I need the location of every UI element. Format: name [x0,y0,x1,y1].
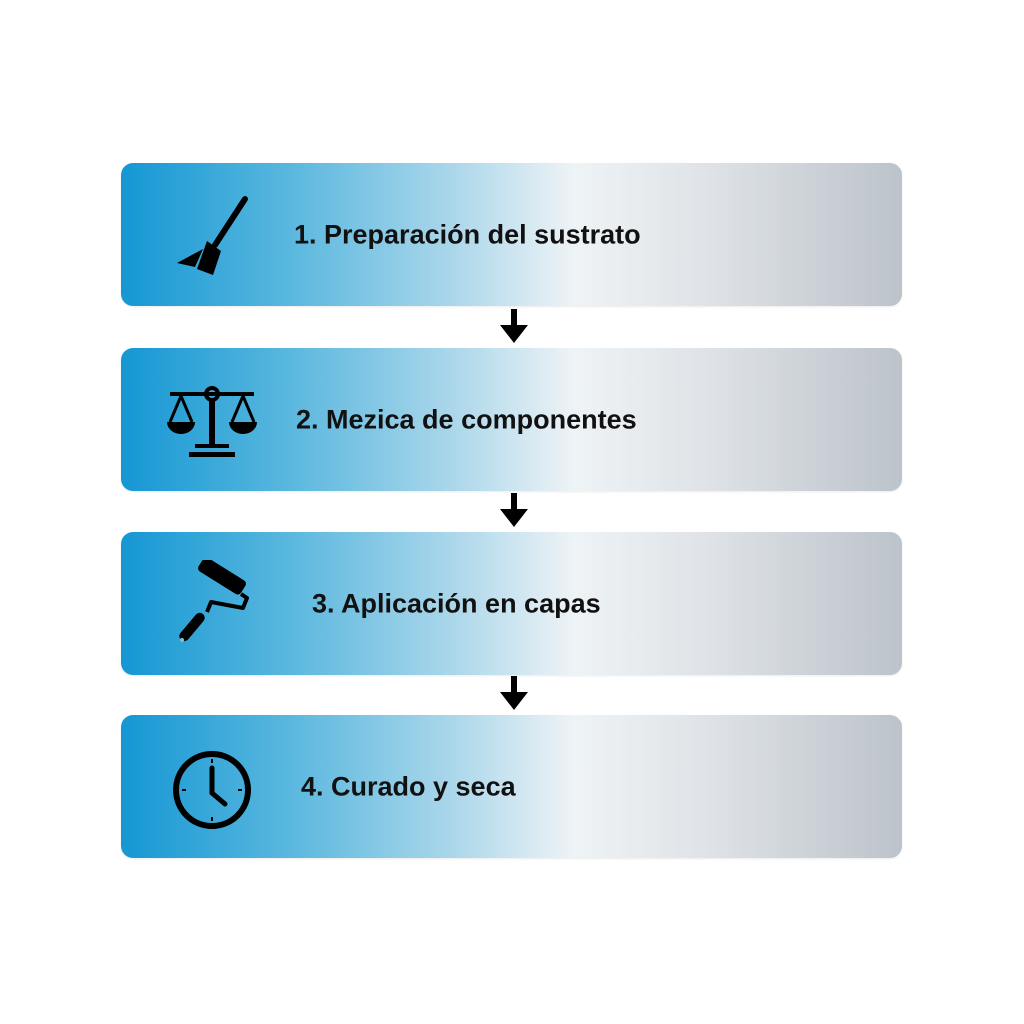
step-4-box: 4. Curado y seca [121,715,902,858]
step-3-label: 3. Aplicación en capas [312,588,601,618]
down-arrow-icon [500,493,528,527]
step-2-label: 2. Mezica de componentes [296,404,637,434]
step-1-box: 1. Preparación del sustrato [121,163,902,306]
broom-icon [177,196,248,275]
step-4-label: 4. Curado y seca [301,771,516,801]
step-3-box: 3. Aplicación en capas [121,532,902,675]
down-arrow-icon [500,309,528,343]
step-2-box: 2. Mezica de componentes [121,348,902,491]
step-1-label: 1. Preparación del sustrato [294,219,641,249]
clock-icon [173,751,251,829]
down-arrow-icon [500,676,528,710]
balance-scale-icon [167,386,257,457]
paint-roller-icon [179,560,249,642]
